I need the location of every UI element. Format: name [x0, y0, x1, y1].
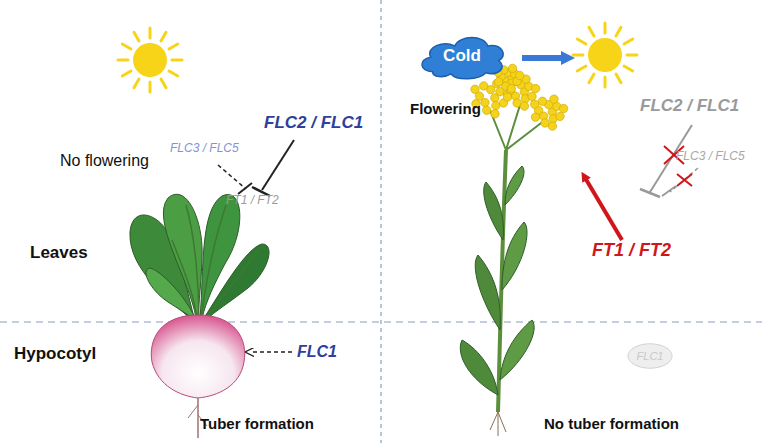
transition-arrow [522, 55, 568, 61]
node-text: FLC1 [637, 350, 664, 362]
gene-label: FLC2 / FLC1 [264, 113, 363, 133]
cold-cloud: Cold [416, 28, 508, 84]
turnip [130, 194, 269, 320]
tissue-label: Hypocotyl [14, 344, 96, 364]
sun [573, 23, 637, 87]
gene-label: FLC2 / FLC1 [640, 96, 739, 116]
divider [0, 321, 762, 322]
gene-label: FT1 / FT2 [226, 194, 279, 208]
gene-label: FT1 / FT2 [592, 240, 671, 261]
node-text: Cold [443, 46, 481, 66]
divider [380, 0, 381, 443]
inhibition-line [218, 165, 246, 189]
tissue-label: Leaves [30, 243, 88, 263]
leader-arrow [250, 351, 292, 352]
activation-arrow [584, 176, 622, 240]
tuber [151, 315, 244, 398]
state-label: Flowering [410, 100, 481, 117]
phenotype-label: No tuber formation [544, 415, 679, 432]
gene-label: FLC3 / FLC5 [676, 150, 745, 164]
phenotype-label: Tuber formation [200, 415, 314, 432]
faded-gene-oval: FLC1 [627, 343, 673, 369]
gene-label: FLC1 [297, 343, 337, 361]
sun [118, 28, 182, 92]
flowering-plant [460, 64, 568, 436]
state-label: No flowering [60, 152, 149, 170]
gene-label: FLC3 / FLC5 [170, 142, 239, 156]
inhibition-line [262, 140, 294, 190]
